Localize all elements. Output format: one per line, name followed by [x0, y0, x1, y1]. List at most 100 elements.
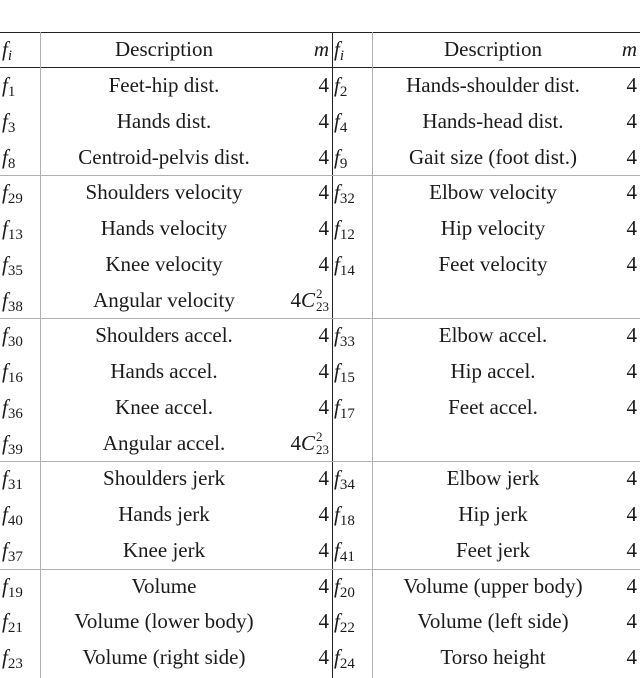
- feature-symbol: f: [2, 394, 8, 419]
- feature-description-text: Volume (left side): [417, 609, 569, 634]
- feature-description: Elbow velocity: [374, 175, 612, 210]
- feature-symbol: f: [2, 216, 8, 240]
- feature-description: Hands dist.: [42, 104, 286, 139]
- table-top-rule: [0, 32, 640, 33]
- feature-description: Hip accel.: [374, 354, 612, 389]
- feature-dimension: 4: [612, 104, 638, 139]
- header-m: m: [286, 32, 329, 67]
- feature-description: Angular velocity: [42, 283, 286, 318]
- feature-description: Hands-head dist.: [374, 104, 612, 139]
- dimension-value: 4: [626, 323, 638, 348]
- dimension-base: 4C: [290, 430, 315, 455]
- feature-description: Torso height: [374, 640, 612, 675]
- feature-description-text: Feet-hip dist.: [108, 73, 220, 97]
- header-fi-subscript: i: [339, 48, 345, 64]
- feature-symbol: f: [2, 180, 8, 205]
- feature-description-text: Hip accel.: [450, 359, 536, 383]
- feature-index: 12: [339, 227, 355, 243]
- feature-symbol: f: [334, 108, 340, 133]
- feature-symbol: f: [334, 609, 340, 634]
- feature-symbol: f: [2, 573, 8, 598]
- feature-dimension: 4: [612, 354, 638, 389]
- feature-symbol: f: [2, 144, 8, 169]
- feature-description: Feet velocity: [374, 247, 612, 282]
- feature-description-text: Elbow accel.: [438, 323, 548, 348]
- feature-id: f15: [334, 354, 370, 389]
- group-separator: [0, 568, 640, 570]
- feature-dimension: 4: [612, 497, 638, 532]
- group-separator: [0, 175, 640, 177]
- feature-description-text: Angular accel.: [102, 430, 226, 455]
- feature-symbol: f: [334, 394, 340, 419]
- feature-id: f36: [2, 390, 38, 425]
- feature-description: Elbow accel.: [374, 318, 612, 353]
- feature-index: 29: [7, 191, 23, 208]
- header-fi-subscript: i: [7, 48, 13, 64]
- dimension-value: 4: [626, 144, 638, 169]
- feature-dimension: 4: [286, 247, 330, 282]
- dimension-value: 4: [318, 502, 330, 526]
- feature-dimension: 4: [286, 104, 330, 139]
- feature-symbol: f: [334, 645, 340, 669]
- feature-description-text: Volume (upper body): [403, 573, 583, 598]
- feature-description: Shoulders velocity: [42, 175, 286, 210]
- feature-index: 40: [7, 513, 23, 529]
- feature-description: Hands accel.: [42, 354, 286, 389]
- feature-index: 37: [7, 548, 23, 565]
- feature-dimension: 4: [612, 318, 638, 353]
- feature-id: f39: [2, 426, 38, 461]
- feature-index: 36: [7, 405, 23, 422]
- feature-dimension: 4: [286, 68, 330, 103]
- feature-symbol: f: [2, 108, 8, 133]
- feature-description-text: Volume: [131, 573, 197, 598]
- feature-dimension: 4: [286, 640, 330, 675]
- feature-description: Hands jerk: [42, 497, 286, 532]
- dimension-value: 4: [626, 180, 638, 205]
- feature-index: 17: [339, 405, 355, 422]
- feature-id: f1: [2, 68, 38, 103]
- header-fi-symbol: f: [2, 37, 8, 61]
- feature-description-text: Hands accel.: [110, 359, 218, 383]
- group-separator: [0, 318, 640, 320]
- feature-symbol: f: [334, 216, 340, 240]
- feature-description: Hands velocity: [42, 211, 286, 246]
- feature-id: f3: [2, 104, 38, 139]
- feature-symbol: f: [2, 609, 8, 634]
- header-description-text: Description: [444, 37, 542, 61]
- feature-index: 33: [339, 334, 355, 351]
- feature-symbol: f: [334, 359, 340, 383]
- feature-symbol: f: [334, 573, 340, 598]
- dimension-value: 4: [318, 180, 330, 205]
- feature-description-text: Shoulders accel.: [95, 323, 233, 348]
- feature-description: Angular accel.: [42, 426, 286, 461]
- dimension-value: 4: [318, 609, 330, 634]
- feature-dimension: 4: [286, 533, 330, 568]
- feature-dimension: 4: [612, 461, 638, 496]
- feature-description-text: Torso height: [440, 645, 546, 669]
- feature-index: 30: [7, 334, 23, 351]
- feature-description: Feet-hip dist.: [42, 68, 286, 103]
- feature-index: 39: [7, 441, 23, 458]
- feature-dimension: 4: [612, 175, 638, 210]
- feature-description: Volume (right side): [42, 640, 286, 675]
- feature-description: Knee jerk: [42, 533, 286, 568]
- feature-dimension: 4: [286, 569, 330, 604]
- feature-dimension: 4: [286, 175, 330, 210]
- feature-index: 41: [339, 548, 355, 565]
- feature-symbol: f: [2, 537, 8, 562]
- feature-id: f21: [2, 604, 38, 639]
- feature-id: f40: [2, 497, 38, 532]
- feature-id: f18: [334, 497, 370, 532]
- dimension-superscript: 2: [316, 429, 323, 444]
- dimension-value: 4: [318, 466, 330, 491]
- group-separator: [0, 461, 640, 463]
- feature-id: f22: [334, 604, 370, 639]
- feature-description: Hip velocity: [374, 211, 612, 246]
- feature-id: f34: [334, 461, 370, 496]
- feature-index: 22: [339, 620, 355, 637]
- feature-id: f41: [334, 533, 370, 568]
- dimension-value: 4: [626, 502, 638, 526]
- column-divider: [40, 32, 41, 678]
